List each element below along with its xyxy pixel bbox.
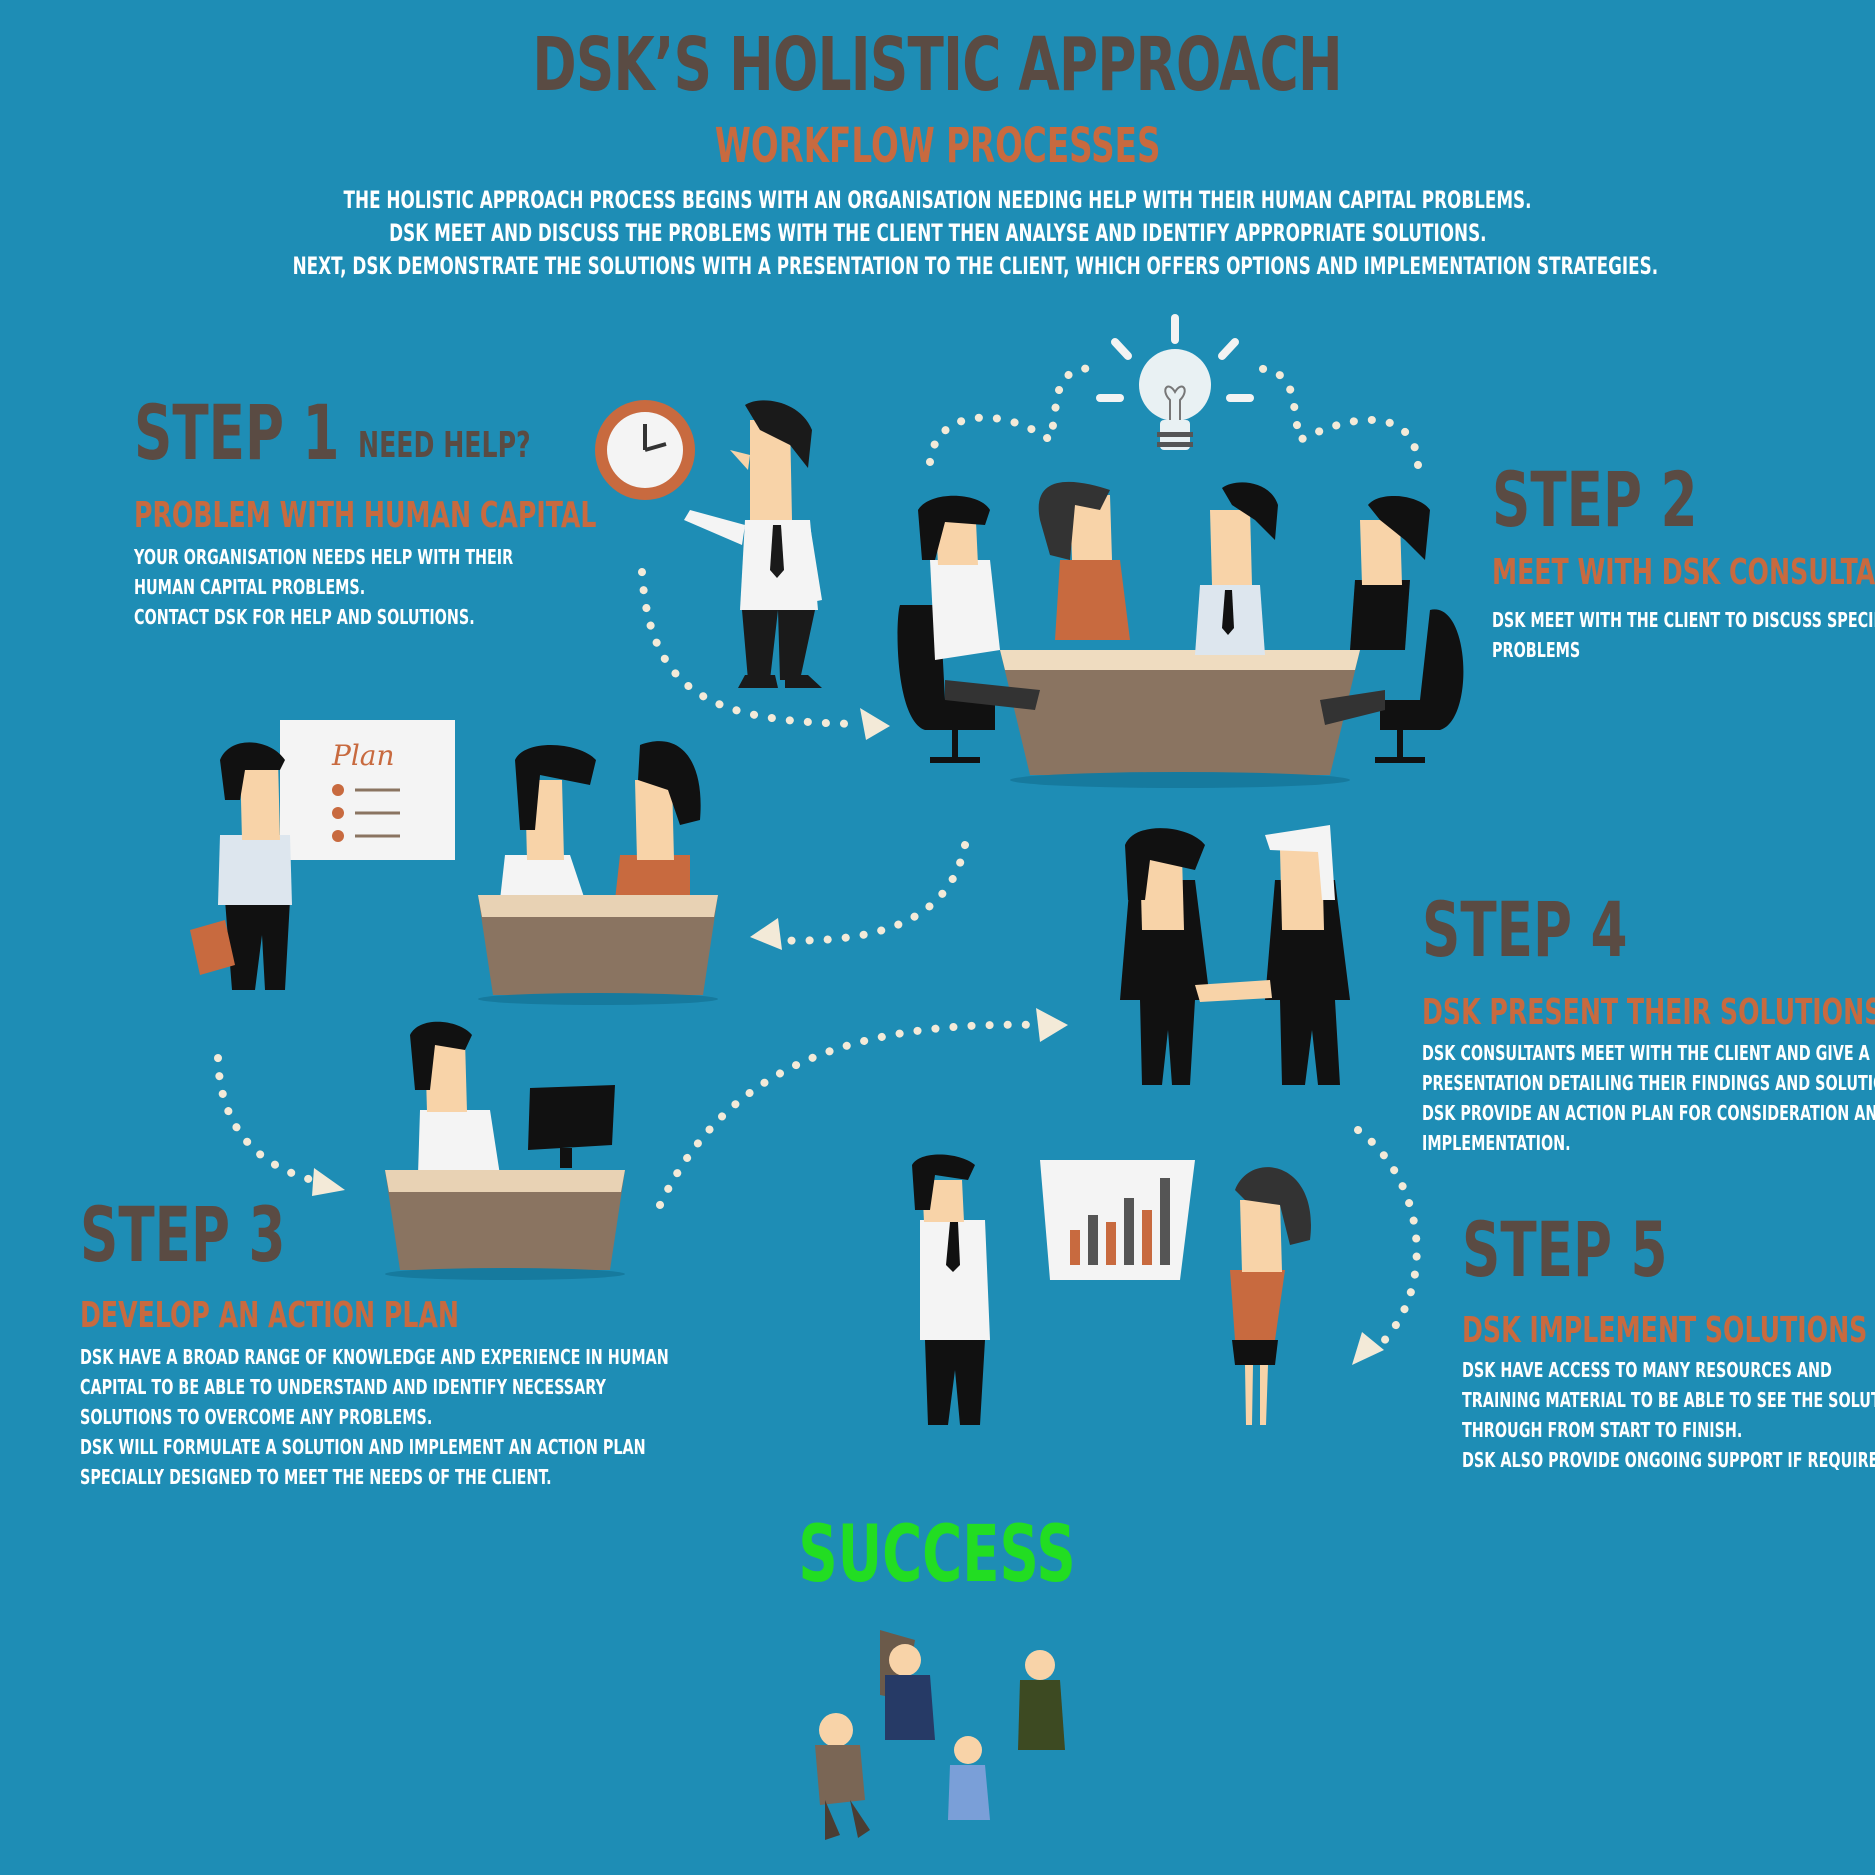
step3-heading: DEVELOP AN ACTION PLAN (80, 1295, 460, 1336)
step1-need-help: NEED HELP? (358, 425, 531, 466)
step5-body: DSK HAVE ACCESS TO MANY RESOURCES AND TR… (1462, 1358, 1875, 1472)
step3-label: STEP 3 (80, 1190, 286, 1279)
step5-chart-illustration (912, 1154, 1311, 1425)
step2-meeting-illustration (897, 481, 1464, 788)
step2-label: STEP 2 (1492, 455, 1698, 544)
arrow-heads (312, 708, 1384, 1365)
step1-body: YOUR ORGANISATION NEEDS HELP WITH THEIR … (134, 545, 514, 629)
flow-arrows (214, 364, 1422, 1354)
intro-text: THE HOLISTIC APPROACH PROCESS BEGINS WIT… (292, 186, 1659, 280)
step1-label: STEP 1 (134, 388, 340, 477)
step5-heading: DSK IMPLEMENT SOLUTIONS (1462, 1310, 1868, 1351)
success-team-illustration (815, 1630, 1065, 1840)
step5-label: STEP 5 (1462, 1205, 1668, 1294)
success-label: SUCCESS (798, 1510, 1077, 1600)
step4-heading: DSK PRESENT THEIR SOLUTIONS (1422, 992, 1875, 1033)
page-subtitle: WORKFLOW PROCESSES (714, 118, 1161, 174)
step1-heading: PROBLEM WITH HUMAN CAPITAL (134, 495, 597, 536)
plan-board-text: Plan (331, 739, 395, 772)
step4-body: DSK CONSULTANTS MEET WITH THE CLIENT AND… (1422, 1041, 1875, 1155)
step3-plan-illustration: Plan (190, 720, 718, 1005)
page-title: DSK’S HOLISTIC APPROACH (532, 22, 1343, 108)
step3-computer-illustration (385, 1021, 625, 1280)
step1-person-illustration (684, 400, 822, 688)
step4-label: STEP 4 (1422, 885, 1628, 974)
step2-body: DSK MEET WITH THE CLIENT TO DISCUSS SPEC… (1492, 608, 1875, 662)
step4-handshake-illustration (1120, 825, 1350, 1085)
step2-heading: MEET WITH DSK CONSULTANTS (1492, 552, 1875, 593)
step3-body: DSK HAVE A BROAD RANGE OF KNOWLEDGE AND … (80, 1345, 669, 1489)
clock-icon (595, 400, 695, 500)
lightbulb-icon (1096, 314, 1254, 450)
